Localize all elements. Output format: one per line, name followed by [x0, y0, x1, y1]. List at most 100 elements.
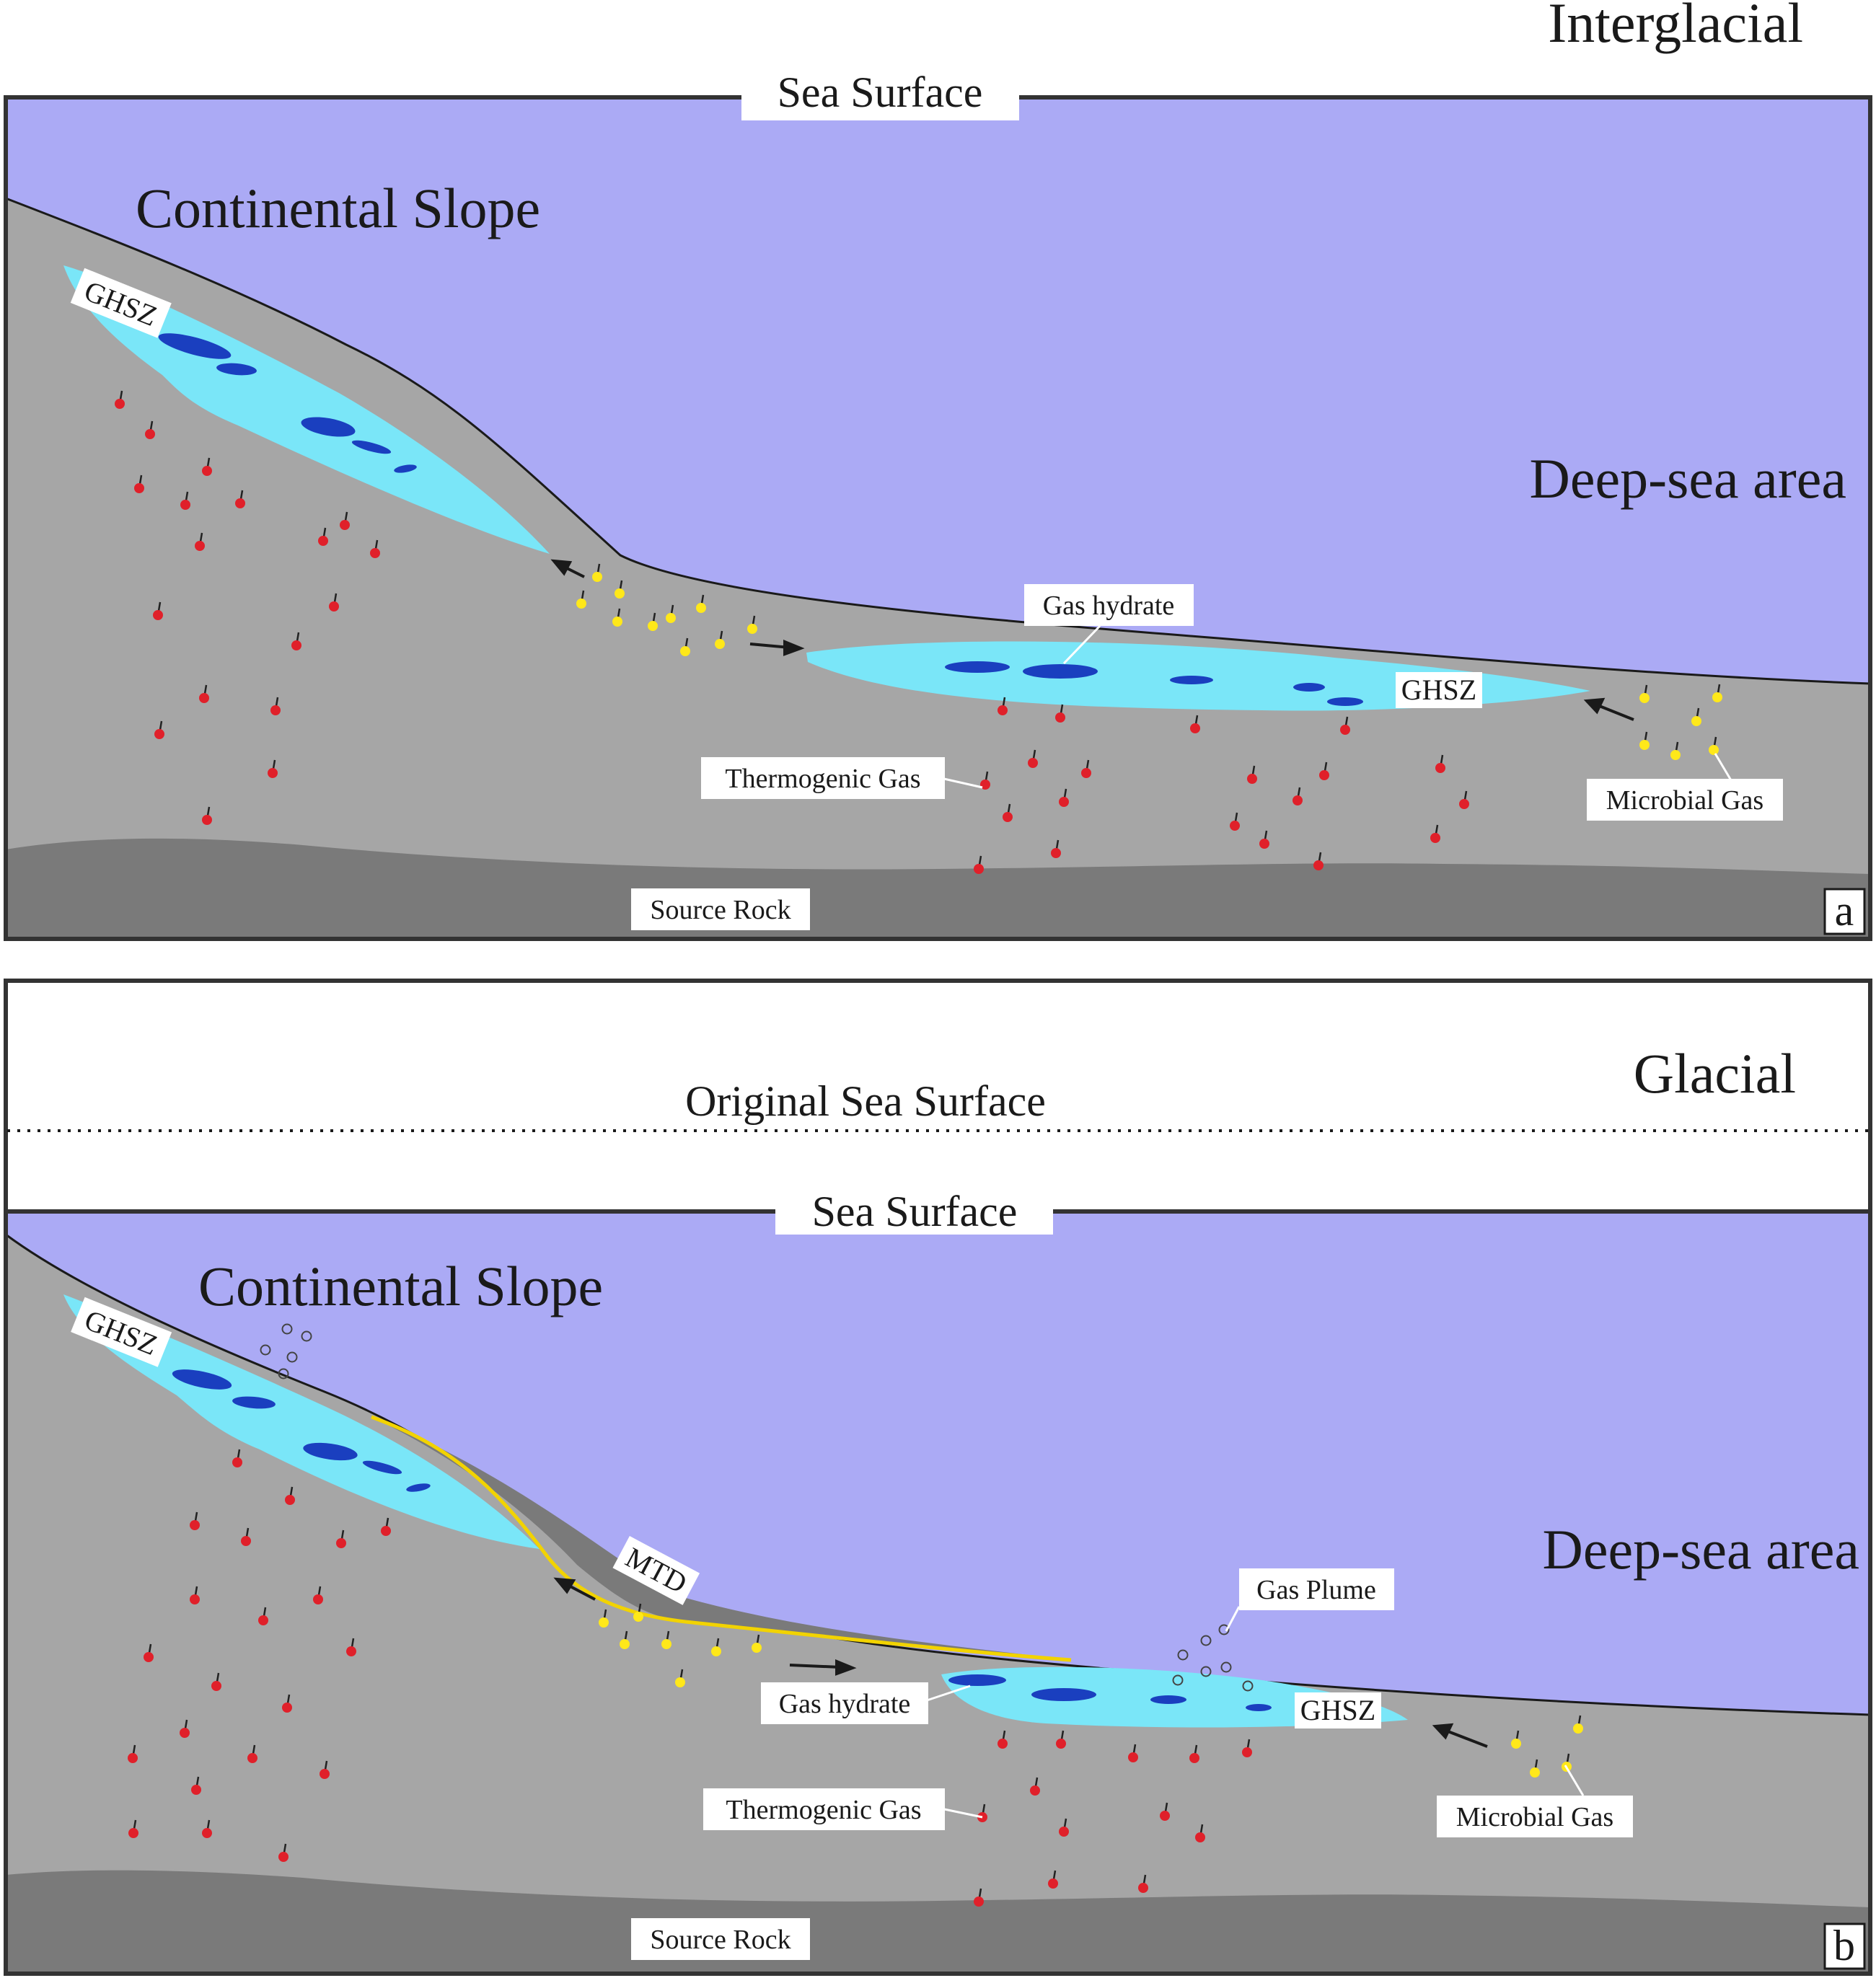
panel-a-sea-surface-label: Sea Surface: [778, 69, 983, 116]
thermogenic-gas-bubble: [235, 490, 245, 508]
microbial-gas-bubble: [576, 590, 586, 609]
thermogenic-gas-bubble: [190, 1586, 200, 1604]
plume-bubble: [1220, 1661, 1232, 1673]
panel-b-microbial-box: [1437, 1796, 1633, 1837]
plume-bubble: [1218, 1624, 1230, 1635]
microbial-gas-bubble: [661, 1630, 671, 1649]
thermogenic-gas-bubble: [191, 1776, 201, 1795]
microbial-gas-bubble: [1530, 1759, 1540, 1778]
panel-a-slope-label: Continental Slope: [136, 177, 540, 239]
thermogenic-gas-bubble: [268, 759, 278, 778]
microbial-gas-bubble: [648, 612, 658, 631]
microbial-gas-bubble: [696, 594, 706, 613]
panel-b-thermogenic-box: [703, 1788, 945, 1830]
arrow-head: [835, 1659, 857, 1676]
hydrate-lens: [1293, 683, 1325, 692]
thermogenic-gas-bubble: [1003, 803, 1013, 822]
thermogenic-gas-bubble: [258, 1607, 268, 1625]
hydrate-lens: [362, 1460, 402, 1475]
panel-a-thermogenic-label: Thermogenic Gas: [725, 764, 920, 794]
thermogenic-gas-bubble: [340, 511, 350, 530]
panel-b-source-rock: [6, 1870, 1870, 1974]
gas-hydrate-leader: [926, 1685, 971, 1702]
panel-b-gas-hydrate-label: Gas hydrate: [779, 1689, 911, 1719]
hydrate-lens: [1150, 1695, 1186, 1704]
thermogenic-gas-bubble: [998, 697, 1008, 715]
hydrate-lens: [1031, 1688, 1096, 1701]
microbial-gas-bubble: [592, 563, 602, 582]
gas-plume-leader: [1225, 1606, 1241, 1632]
gas-hydrate-leader: [1062, 624, 1101, 665]
thermogenic-gas-bubble: [318, 527, 328, 546]
hydrate-lens: [1170, 676, 1213, 684]
thermogenic-gas-bubble: [313, 1586, 323, 1604]
panel-b-migration-arrows: [553, 1577, 1488, 1748]
thermogenic-gas-bubble: [128, 1744, 138, 1763]
panel-a-source-rock-label: Source Rock: [650, 895, 791, 925]
thermogenic-gas-bubble: [1028, 749, 1038, 768]
thermogenic-gas-bubble: [1313, 852, 1324, 870]
thermogenic-gas-bubble: [1195, 1824, 1205, 1842]
mtd-tag-box: [612, 1536, 700, 1605]
thermogenic-gas-bubble: [1081, 759, 1091, 778]
thermogenic-gas-bubble: [202, 457, 212, 476]
thermogenic-gas-bubble: [115, 390, 125, 409]
thermogenic-gas-bubble: [1435, 754, 1445, 773]
thermogenic-gas-bubble: [195, 532, 205, 551]
panel-a-thermogenic-gas: [115, 390, 1469, 874]
panel-a-source-rock-box: [631, 888, 810, 930]
thermogenic-gas-bubble: [336, 1529, 346, 1548]
thermogenic-gas-bubble: [145, 420, 155, 439]
thermogenic-gas-bubble: [1259, 830, 1269, 849]
ghsz-tag-box: [71, 1297, 172, 1367]
arrow-head: [1432, 1723, 1454, 1740]
thermogenic-gas-bubble: [1190, 715, 1200, 733]
hydrate-lens: [945, 661, 1010, 673]
thermogenic-gas-bubble: [1459, 790, 1469, 809]
thermogenic-gas-bubble: [211, 1672, 221, 1691]
hydrate-lens: [948, 1674, 1006, 1686]
thermogenic-gas-bubble: [370, 539, 380, 558]
microbial-gas-bubble: [1511, 1730, 1521, 1749]
panel-b-ghsz-deep-box: [1295, 1692, 1381, 1728]
thermogenic-gas-bubble: [241, 1527, 251, 1546]
hydrate-lens: [172, 1369, 232, 1390]
thermogenic-gas-bubble: [1340, 716, 1350, 735]
hydrate-lens: [1246, 1704, 1272, 1711]
panel-a-microbial-box: [1587, 779, 1783, 821]
panel-b-gas-plume-bubbles: [260, 1323, 1254, 1692]
hydrate-lens: [303, 1442, 358, 1461]
thermogenic-gas-bubble: [998, 1730, 1008, 1749]
thermogenic-gas-bubble: [1128, 1744, 1138, 1762]
thermogenic-leader: [937, 776, 983, 789]
thermogenic-gas-bubble: [285, 1486, 295, 1505]
thermogenic-gas-bubble: [1230, 812, 1240, 831]
panel-b-deep-hydrate-lenses: [948, 1674, 1272, 1711]
panel-a-gas-hydrate-box: [1024, 584, 1194, 626]
thermogenic-gas-bubble: [1189, 1744, 1199, 1763]
plume-bubble: [1200, 1635, 1212, 1646]
hydrate-lens: [394, 464, 417, 473]
hydrate-lens: [351, 440, 392, 454]
ghsz-tag-box: [70, 268, 172, 338]
microbial-gas-bubble: [612, 608, 622, 627]
microbial-gas-bubble: [615, 580, 625, 599]
thermogenic-gas-bubble: [1048, 1870, 1058, 1889]
microbial-leader: [1714, 753, 1732, 781]
arrow-to-deep-ghsz: [789, 1664, 841, 1669]
thermogenic-gas-bubble: [320, 1760, 330, 1779]
panel-b-mtd-body: [371, 1417, 1071, 1660]
panel-a-ghsz-deep-label: GHSZ: [1401, 674, 1476, 706]
panel-b-deep-sea-label: Deep-sea area: [1543, 1518, 1859, 1581]
panel-a-sea-surface-box: [741, 69, 1019, 120]
arrow-head: [553, 1577, 576, 1594]
plume-bubble: [286, 1351, 298, 1363]
plume-bubble: [1177, 1649, 1189, 1661]
hydrate-lens: [1023, 664, 1098, 679]
microbial-gas-bubble: [633, 1603, 643, 1622]
panel-b-gas-plume-box: [1239, 1568, 1394, 1610]
thermogenic-gas-bubble: [1055, 704, 1065, 723]
thermogenic-gas-bubble: [291, 632, 301, 650]
microbial-gas-bubble: [1639, 731, 1650, 750]
microbial-gas-bubble: [666, 604, 676, 623]
